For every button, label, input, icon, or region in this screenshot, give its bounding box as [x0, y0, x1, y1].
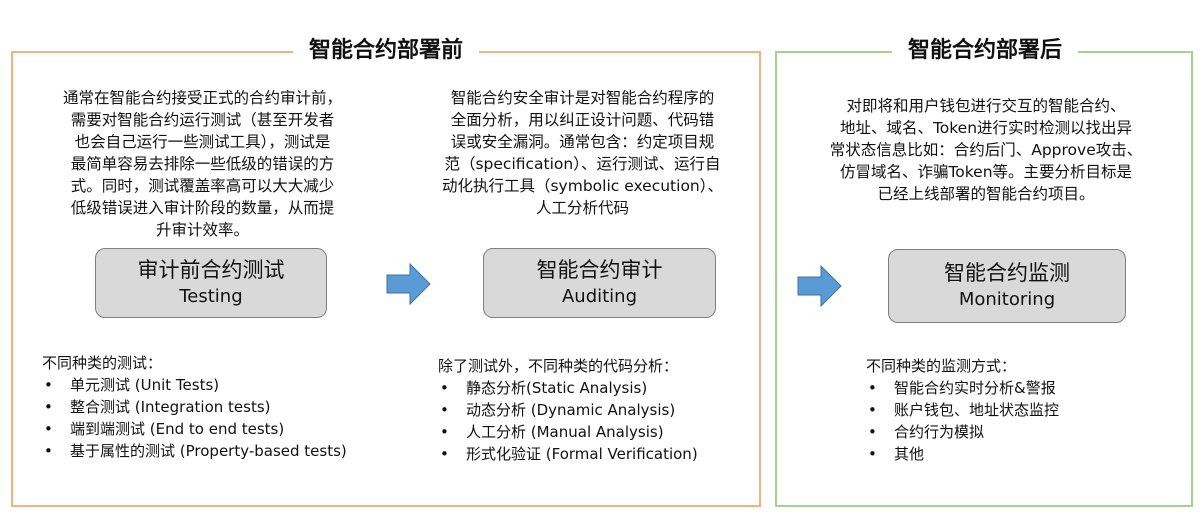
bullet-icon: • [44, 442, 53, 460]
testing-desc-line: 式。同时，测试覆盖率高可以大大减少 [70, 177, 335, 195]
panel-after-title: 智能合约部署后 [891, 33, 1079, 69]
monitoring-desc-line: 已经上线部署的智能合约项目。 [877, 185, 1095, 203]
list-item-text: 静态分析(Static Analysis) [466, 379, 648, 397]
auditing-desc-line: 人工分析代码 [535, 199, 629, 217]
auditing-description: 智能合约安全审计是对智能合约程序的 全面分析，用以纠正设计问题、代码错 误或安全… [420, 87, 745, 219]
monitoring-description: 对即将和用户钱包进行交互的智能合约、 地址、域名、Token进行实时检测以找出异… [790, 95, 1182, 205]
testing-desc-line: 升审计效率。 [155, 221, 249, 239]
list-item: • 基于属性的测试 (Property-based tests) [42, 440, 347, 462]
list-item: • 静态分析(Static Analysis) [438, 377, 698, 399]
arrow-right-icon [386, 263, 431, 305]
testing-box-title: 审计前合约测试 [137, 258, 285, 282]
auditing-desc-line: 误或安全漏洞。通常包含：约定项目规 [450, 133, 715, 151]
list-item: • 智能合约实时分析&警报 [866, 377, 1059, 399]
list-item: • 其他 [866, 443, 1059, 465]
list-item-text: 账户钱包、地址状态监控 [894, 401, 1060, 419]
monitoring-methods-list: 不同种类的监测方式： • 智能合约实时分析&警报 • 账户钱包、地址状态监控 • 合约… [866, 355, 1059, 465]
list-item: • 形式化验证 (Formal Verification) [438, 443, 698, 465]
list-item-text: 端到端测试 (End to end tests) [70, 420, 285, 438]
monitoring-desc-line: 对即将和用户钱包进行交互的智能合约、 [846, 97, 1126, 115]
bullet-icon: • [440, 445, 449, 463]
list-item-text: 动态分析 (Dynamic Analysis) [466, 401, 676, 419]
monitoring-desc-line: 仿冒域名、诈骗Token等。主要分析目标是 [839, 163, 1133, 181]
list-item-text: 基于属性的测试 (Property-based tests) [70, 442, 347, 460]
list-item-text: 形式化验证 (Formal Verification) [466, 445, 698, 463]
testing-desc-line: 低级错误进入审计阶段的数量，从而提 [70, 199, 335, 217]
testing-desc-line: 也会自己运行一些测试工具），测试是 [74, 133, 331, 151]
panel-before-title: 智能合约部署前 [292, 33, 480, 69]
auditing-box-title: 智能合约审计 [536, 258, 663, 282]
auditing-desc-line: 全面分析，用以纠正设计问题、代码错 [450, 111, 715, 129]
bullet-icon: • [44, 420, 53, 438]
bullet-icon: • [440, 423, 449, 441]
list-item-text: 智能合约实时分析&警报 [894, 379, 1056, 397]
bullet-icon: • [440, 401, 449, 419]
bullet-icon: • [868, 445, 877, 463]
auditing-list-heading: 除了测试外，不同种类的代码分析： [438, 357, 679, 375]
panel-after-deployment: 智能合约部署后 [775, 33, 1193, 507]
panel-before-deployment: 智能合约部署前 [11, 33, 761, 507]
monitoring-stage-box: 智能合约监测 Monitoring [888, 249, 1126, 323]
list-item: • 动态分析 (Dynamic Analysis) [438, 399, 698, 421]
bullet-icon: • [44, 376, 53, 394]
list-item-text: 合约行为模拟 [894, 423, 985, 441]
auditing-desc-line: 范（specification）、运行测试、运行自 [444, 155, 721, 173]
auditing-desc-line: 动化执行工具（symbolic execution）、 [441, 177, 723, 195]
monitoring-list-heading: 不同种类的监测方式： [866, 357, 1017, 375]
auditing-desc-line: 智能合约安全审计是对智能合约程序的 [450, 89, 715, 107]
list-item: • 整合测试 (Integration tests) [42, 396, 347, 418]
list-item: • 单元测试 (Unit Tests) [42, 374, 347, 396]
testing-desc-line: 需要对智能合约运行测试（甚至开发者 [70, 111, 335, 129]
testing-description: 通常在智能合约接受正式的合约审计前， 需要对智能合约运行测试（甚至开发者 也会自… [40, 87, 365, 241]
bullet-icon: • [868, 379, 877, 397]
list-item: • 账户钱包、地址状态监控 [866, 399, 1059, 421]
list-item: • 端到端测试 (End to end tests) [42, 418, 347, 440]
monitoring-desc-line: 地址、域名、Token进行实时检测以找出异 [839, 119, 1133, 137]
monitoring-box-subtitle: Monitoring [958, 289, 1056, 310]
list-item-text: 整合测试 (Integration tests) [70, 398, 271, 416]
testing-desc-line: 最简单容易去排除一些低级的错误的方 [70, 155, 335, 173]
list-item-text: 单元测试 (Unit Tests) [70, 376, 220, 394]
testing-desc-line: 通常在智能合约接受正式的合约审计前， [62, 89, 342, 107]
list-item-text: 人工分析 (Manual Analysis) [466, 423, 664, 441]
bullet-icon: • [868, 401, 877, 419]
auditing-box-subtitle: Auditing [561, 286, 638, 307]
auditing-stage-box: 智能合约审计 Auditing [483, 248, 716, 318]
testing-types-list: 不同种类的测试： • 单元测试 (Unit Tests) • 整合测试 (Integ… [42, 352, 347, 462]
monitoring-box-title: 智能合约监测 [944, 261, 1070, 285]
list-item-text: 其他 [894, 445, 925, 463]
testing-stage-box: 审计前合约测试 Testing [95, 248, 327, 318]
list-item: • 合约行为模拟 [866, 421, 1059, 443]
testing-list-heading: 不同种类的测试： [42, 354, 163, 372]
list-item: • 人工分析 (Manual Analysis) [438, 421, 698, 443]
monitoring-desc-line: 常状态信息比如：合约后门、Approve攻击、 [829, 141, 1143, 159]
bullet-icon: • [868, 423, 877, 441]
bullet-icon: • [44, 398, 53, 416]
arrow-right-icon [797, 265, 842, 307]
auditing-analysis-list: 除了测试外，不同种类的代码分析： •静态分析(Static Analysis) … [438, 355, 698, 465]
bullet-icon: • [440, 379, 449, 397]
testing-box-subtitle: Testing [179, 286, 243, 307]
